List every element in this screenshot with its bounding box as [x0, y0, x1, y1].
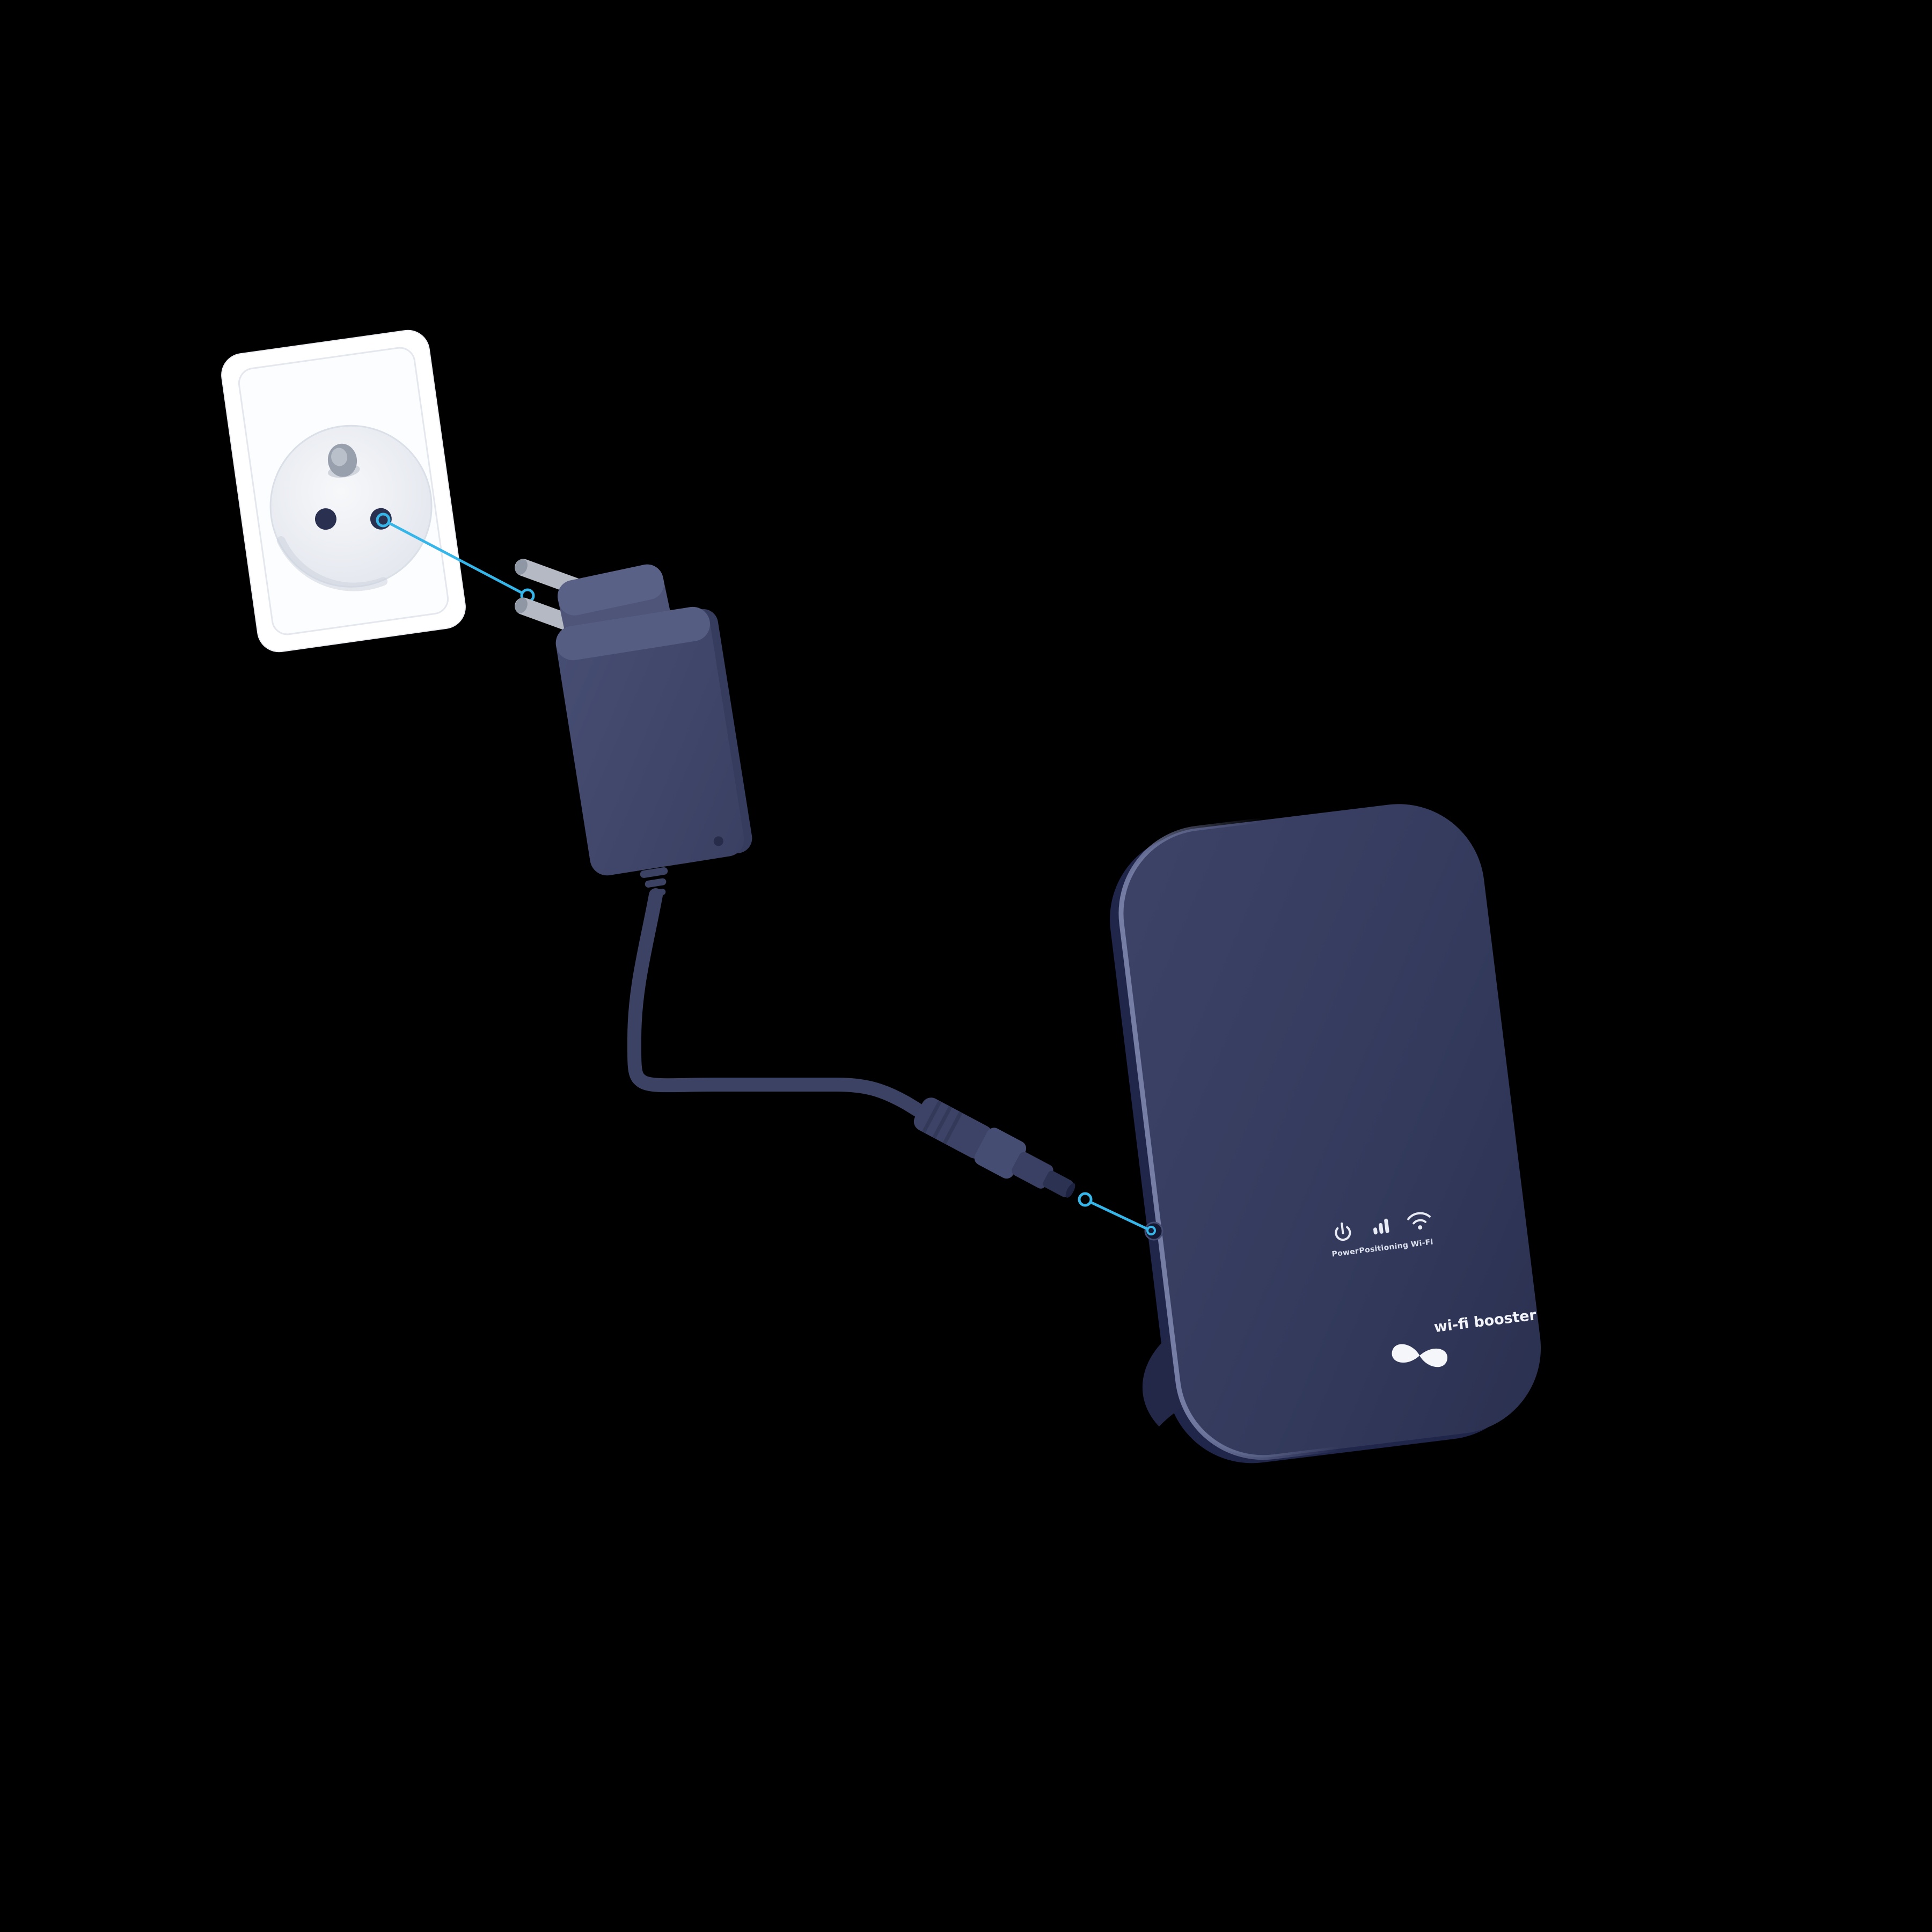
dc-barrel-connector — [913, 1097, 1075, 1198]
socket-connection-ring — [376, 513, 391, 528]
barrel-tip — [1043, 1170, 1073, 1197]
power-led-label: Power — [1331, 1247, 1359, 1258]
wifi-booster-device: Power Positioning Wi-Fi wi-fi booster — [1110, 801, 1543, 1463]
port-connection-indicator — [1078, 1192, 1156, 1235]
barrel-collar — [974, 1128, 1027, 1179]
ground-pin-highlight — [331, 448, 348, 466]
power-led-icon — [1335, 1222, 1351, 1241]
connector-connection-ring — [1078, 1192, 1093, 1207]
plug-prong-bottom-tip — [515, 597, 528, 613]
plug-prong-top-tip — [515, 559, 528, 575]
positioning-led-icon — [1373, 1218, 1389, 1235]
device-body — [1121, 804, 1541, 1458]
strain-relief-2 — [645, 878, 667, 888]
strain-relief-1 — [640, 867, 668, 878]
power-adapter — [515, 559, 752, 897]
wifi-led-label: Wi-Fi — [1410, 1238, 1434, 1249]
socket-recess-shadow — [276, 536, 388, 591]
barrel-ridge-1 — [921, 1100, 942, 1133]
adapter-led-dot — [713, 836, 723, 846]
device-edge-highlight — [1118, 801, 1543, 1460]
adapter-body-top — [555, 606, 710, 661]
adapter-body — [555, 606, 752, 897]
socket-hole-left — [314, 508, 336, 530]
barrel-neck — [1012, 1152, 1053, 1189]
port-connection-ring — [1146, 1226, 1156, 1235]
port-connection-line — [1089, 1201, 1148, 1231]
socket-connection-line — [386, 521, 524, 595]
power-cable — [627, 888, 928, 1119]
brand-logo — [1392, 1344, 1447, 1367]
barrel-tip-end — [1065, 1183, 1075, 1198]
adapter-body-front — [555, 606, 744, 876]
wifi-led-icon — [1407, 1212, 1431, 1230]
barrel-ridge-2 — [932, 1106, 953, 1139]
wall-socket — [221, 330, 466, 653]
plug-head-top — [558, 564, 664, 616]
barrel-ridge-3 — [942, 1111, 963, 1145]
